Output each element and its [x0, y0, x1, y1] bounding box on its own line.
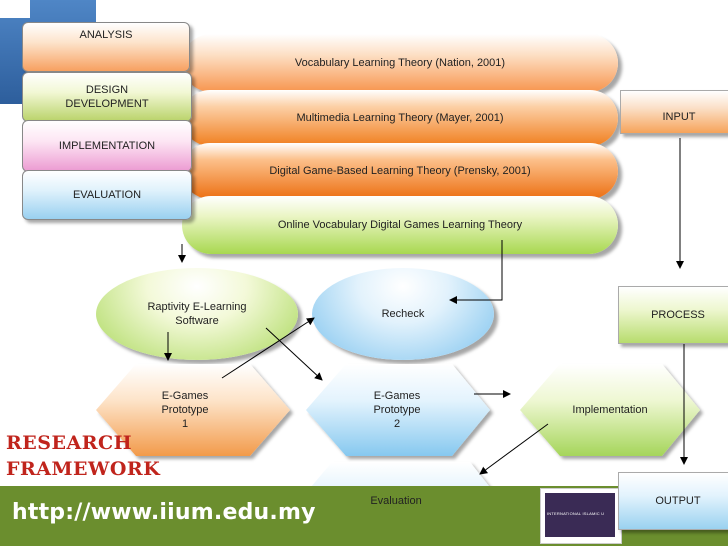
university-logo: INTERNATIONAL ISLAMIC U	[540, 488, 622, 544]
prototype2-shape	[306, 364, 490, 456]
raptivity-label-2: Software	[175, 315, 219, 327]
input-box: INPUT	[620, 90, 728, 134]
prototype1-node: E-Games Prototype 1	[130, 388, 240, 432]
output-box: OUTPUT	[618, 472, 728, 530]
theory-multimedia-label: Multimedia Learning Theory (Mayer, 2001)	[296, 112, 504, 124]
title-line-2: FRAMEWORK	[6, 458, 161, 480]
theory-game-based-label: Digital Game-Based Learning Theory (Pren…	[269, 165, 531, 177]
arrow-theory-to-recheck	[449, 240, 503, 304]
phase-analysis: ANALYSIS	[22, 22, 190, 72]
theory-online-vocabulary: Online Vocabulary Digital Games Learning…	[182, 196, 618, 254]
footer-url[interactable]: http://www.iium.edu.my	[12, 500, 316, 525]
logo-emblem	[545, 493, 615, 537]
prototype1-label-3: 1	[181, 418, 189, 430]
phase-design-label: DESIGN	[85, 84, 129, 96]
theory-game-based: Digital Game-Based Learning Theory (Pren…	[182, 143, 618, 199]
recheck-node: Recheck	[312, 268, 494, 360]
raptivity-label-1: Raptivity E-Learning	[147, 301, 247, 313]
phase-analysis-label: ANALYSIS	[79, 29, 133, 41]
theory-vocabulary-label: Vocabulary Learning Theory (Nation, 2001…	[294, 57, 506, 69]
arrow-prototype1-to-recheck	[221, 317, 315, 379]
evaluation-node: Evaluation	[326, 490, 466, 512]
theory-vocabulary: Vocabulary Learning Theory (Nation, 2001…	[182, 34, 618, 92]
prototype2-label-2: Prototype	[373, 404, 421, 416]
prototype2-label-1: E-Games	[373, 390, 421, 402]
implementation-node: Implementation	[540, 398, 680, 422]
phase-evaluation-label: EVALUATION	[72, 189, 142, 201]
theory-multimedia: Multimedia Learning Theory (Mayer, 2001)	[182, 90, 618, 146]
title-line-1: RESEARCH	[6, 432, 133, 454]
process-box: PROCESS	[618, 286, 728, 344]
research-framework-title: RESEARCH FRAMEWORK	[6, 430, 160, 482]
prototype1-label-1: E-Games	[161, 390, 209, 402]
prototype1-label-2: Prototype	[161, 404, 209, 416]
raptivity-node: Raptivity E-Learning Software	[96, 268, 298, 360]
arrow-raptivity-to-prototype2	[265, 327, 323, 381]
implementation-label: Implementation	[572, 404, 648, 416]
phase-evaluation: EVALUATION	[22, 170, 192, 220]
arrow-implementation-to-evaluation	[479, 423, 549, 475]
prototype1-shape	[96, 364, 290, 456]
white-corner	[0, 0, 30, 18]
prototype2-node: E-Games Prototype 2	[342, 388, 452, 432]
input-label: INPUT	[662, 111, 696, 123]
recheck-label: Recheck	[381, 308, 425, 320]
phase-development-label: DEVELOPMENT	[65, 98, 149, 110]
phase-implementation-label: IMPLEMENTATION	[58, 140, 156, 152]
prototype2-label-3: 2	[393, 418, 401, 430]
logo-text: INTERNATIONAL ISLAMIC U	[547, 511, 605, 516]
implementation-shape	[520, 364, 700, 456]
output-label: OUTPUT	[655, 495, 701, 507]
process-label: PROCESS	[651, 309, 705, 321]
evaluation-label: Evaluation	[370, 495, 422, 507]
phase-design: DESIGN DEVELOPMENT	[22, 72, 192, 122]
theory-online-vocabulary-label: Online Vocabulary Digital Games Learning…	[277, 219, 523, 231]
